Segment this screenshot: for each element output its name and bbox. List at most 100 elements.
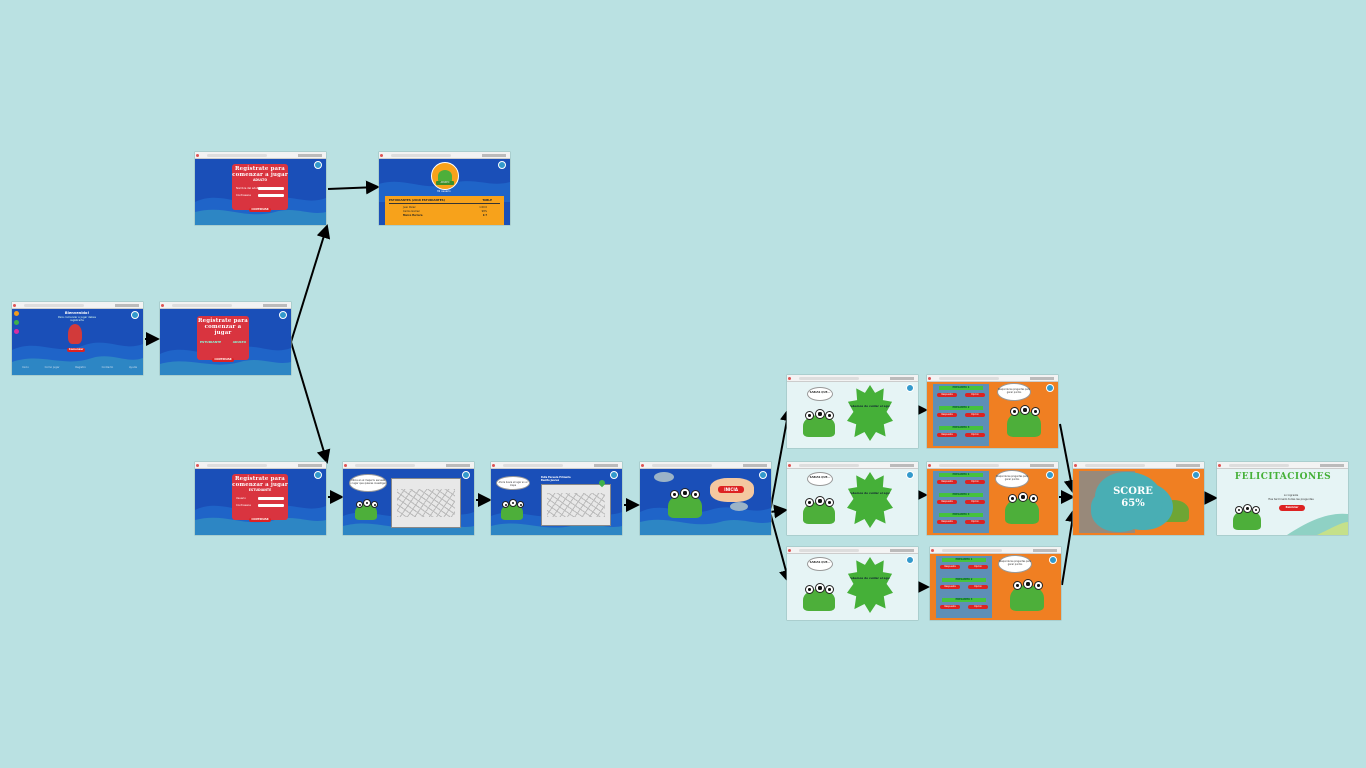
answer-button[interactable]: Respuesta xyxy=(937,520,957,524)
answer-button[interactable]: Opcion xyxy=(968,565,988,569)
settings-icon[interactable] xyxy=(462,471,470,479)
speech-bubble: SABIAS QUE... xyxy=(807,387,833,401)
settings-icon[interactable] xyxy=(314,161,322,169)
answer-button[interactable]: Respuesta xyxy=(937,433,957,437)
answer-button[interactable]: Opcion xyxy=(968,605,988,609)
password-input[interactable] xyxy=(258,194,284,197)
settings-icon[interactable] xyxy=(498,161,506,169)
answer-button[interactable]: Respuesta xyxy=(937,480,957,484)
continue-button[interactable]: CONTINUAR xyxy=(249,208,271,212)
answer-button[interactable]: Opcion xyxy=(965,413,985,417)
city-map[interactable] xyxy=(391,478,461,528)
password-input[interactable] xyxy=(258,504,284,507)
menu-icon[interactable] xyxy=(14,311,19,316)
continue-button[interactable]: CONTINUAR xyxy=(212,358,234,362)
help-icon[interactable] xyxy=(14,329,19,334)
settings-icon[interactable] xyxy=(279,311,287,319)
card-subtitle: ADULTO xyxy=(252,178,268,182)
answer-button[interactable]: Opcion xyxy=(965,393,985,397)
screen-register-adult[interactable]: Registrate para comenzar a jugar ADULTO … xyxy=(195,152,326,225)
settings-icon[interactable] xyxy=(131,311,139,319)
footer-link[interactable]: Inicio xyxy=(22,366,29,369)
screen-adult-dashboard[interactable]: ADULTO Mi usuario ESTUDIANTES (2018 ESTU… xyxy=(379,152,510,225)
cloud-icon xyxy=(654,472,674,482)
answer-button[interactable]: Opcion xyxy=(965,520,985,524)
answer-button[interactable]: Respuesta xyxy=(940,605,960,609)
footer-link[interactable]: Ayuda xyxy=(128,366,137,369)
field-label: Contrasena xyxy=(236,194,251,197)
answer-button[interactable]: Respuesta xyxy=(940,585,960,589)
answer-button[interactable]: Opcion xyxy=(965,433,985,437)
screen-start-game[interactable]: INICIA xyxy=(640,462,771,535)
question-label: PREGUNTA 1 xyxy=(939,473,983,477)
footer-link[interactable]: Como jugar xyxy=(44,366,60,369)
screen-choose-role[interactable]: Registrate para comenzar a jugar ESTUDIA… xyxy=(160,302,291,375)
screen-questions-2[interactable]: PREGUNTA 1 Respuesta Opcion PREGUNTA 2 R… xyxy=(927,462,1058,535)
screen-map-intro[interactable]: Ubica en el mapa tu escuela o lugar que … xyxy=(343,462,474,535)
answer-button[interactable]: Respuesta xyxy=(937,393,957,397)
settings-icon[interactable] xyxy=(610,471,618,479)
welcome-subtitle: Para comenzar a jugar debes registrarte xyxy=(58,316,96,322)
start-button[interactable]: Comenzar xyxy=(67,348,85,352)
answer-button[interactable]: Respuesta xyxy=(940,565,960,569)
footer-link[interactable]: Contacto xyxy=(101,366,114,369)
question-panel: PREGUNTA 1 Respuesta Opcion PREGUNTA 2 R… xyxy=(936,556,992,618)
screen-congratulations[interactable]: FELICITACIONES Lo lograste Has terminado… xyxy=(1217,462,1348,535)
role-card: Registrate para comenzar a jugar ESTUDIA… xyxy=(197,316,249,360)
score-cloud xyxy=(1095,472,1163,528)
card-title: Registrate para comenzar a jugar xyxy=(198,318,248,336)
settings-icon[interactable] xyxy=(906,471,914,479)
screen-map-route[interactable]: Ahora busca el lugar en el mapa Ruta Esc… xyxy=(491,462,622,535)
answer-button[interactable]: Respuesta xyxy=(937,413,957,417)
screen-score[interactable]: SCORE 65% xyxy=(1073,462,1204,535)
screen-register-student[interactable]: Registrate para comenzar a jugar ESTUDIA… xyxy=(195,462,326,535)
settings-icon[interactable] xyxy=(906,556,914,564)
restart-button[interactable]: Reiniciar xyxy=(1279,505,1305,511)
answer-button[interactable]: Opcion xyxy=(965,480,985,484)
register-card: Registrate para comenzar a jugar ADULTO … xyxy=(232,164,288,210)
speech-bubble: SABIAS QUE... xyxy=(807,472,833,486)
screen-questions-1[interactable]: PREGUNTA 1 Respuesta Opcion PREGUNTA 2 R… xyxy=(927,375,1058,448)
settings-icon[interactable] xyxy=(314,471,322,479)
user-input[interactable] xyxy=(258,497,284,500)
answer-button[interactable]: Respuesta xyxy=(937,500,957,504)
student-option[interactable]: ESTUDIANTE xyxy=(200,340,222,344)
frog-character xyxy=(668,488,702,518)
name-input[interactable] xyxy=(258,187,284,190)
info-icon[interactable] xyxy=(14,320,19,325)
frog-character xyxy=(803,496,835,524)
frog-character xyxy=(1159,500,1189,522)
answer-button[interactable]: Opcion xyxy=(965,500,985,504)
answer-button[interactable]: Opcion xyxy=(968,585,988,589)
screen-fact-2[interactable]: SABIAS QUE... Debemos de cuidar el agua xyxy=(787,462,918,535)
adult-option[interactable]: ADULTO xyxy=(232,340,246,344)
table-header-left: ESTUDIANTES (2018 ESTUDIANTES) xyxy=(389,198,445,202)
speech-bubble: SABIAS QUE... xyxy=(807,557,833,571)
screen-questions-3[interactable]: PREGUNTA 1 Respuesta Opcion PREGUNTA 2 R… xyxy=(930,547,1061,620)
settings-icon[interactable] xyxy=(1192,471,1200,479)
footer-link[interactable]: Registro xyxy=(75,366,86,369)
frog-character xyxy=(803,409,835,437)
settings-icon[interactable] xyxy=(1046,471,1054,479)
settings-icon[interactable] xyxy=(1049,556,1057,564)
fact-splat: Debemos de cuidar el agua xyxy=(847,557,893,613)
start-button[interactable]: INICIA xyxy=(718,486,744,493)
speech-bubble: Ahora busca el lugar en el mapa xyxy=(496,476,530,490)
settings-icon[interactable] xyxy=(906,384,914,392)
speech-bubble: Ubica en el mapa tu escuela o lugar que … xyxy=(349,474,387,492)
continue-button[interactable]: CONTINUAR xyxy=(249,518,271,522)
screen-welcome[interactable]: Bienvenido! Para comenzar a jugar debes … xyxy=(12,302,143,375)
screen-fact-1[interactable]: SABIAS QUE... Debemos de cuidar el agua xyxy=(787,375,918,448)
cloud-icon xyxy=(730,502,748,511)
city-map[interactable] xyxy=(541,484,611,526)
settings-icon[interactable] xyxy=(759,471,767,479)
settings-icon[interactable] xyxy=(1046,384,1054,392)
card-title: Registrate para comenzar a jugar xyxy=(232,476,288,488)
question-label: PREGUNTA 3 xyxy=(939,426,983,430)
arrow xyxy=(769,504,788,519)
screen-fact-3[interactable]: SABIAS QUE... Debemos de cuidar el agua xyxy=(787,547,918,620)
